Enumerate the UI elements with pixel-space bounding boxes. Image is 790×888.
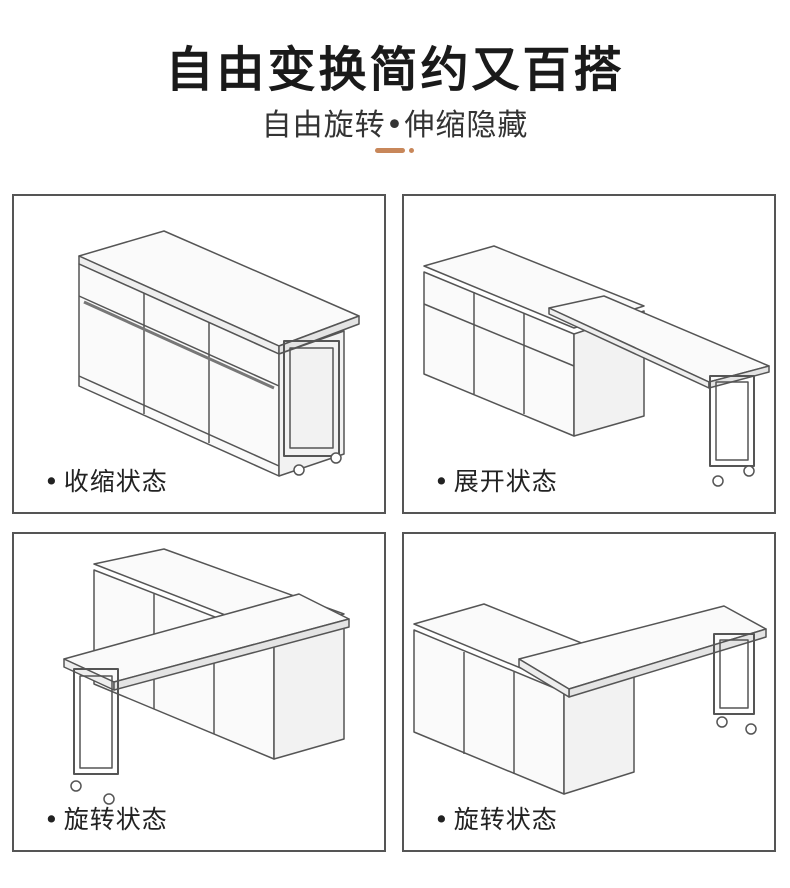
panel-retracted: •收缩状态: [12, 194, 386, 514]
caption-text: 展开状态: [453, 467, 558, 496]
panel-rotated-right: •旋转状态: [402, 532, 776, 852]
panel-extended: •展开状态: [402, 194, 776, 514]
caption-text: 旋转状态: [63, 805, 168, 834]
accent-dot: [409, 148, 414, 153]
caption-text: 旋转状态: [453, 805, 558, 834]
page-subtitle: 自由旋转•伸缩隐藏: [261, 108, 529, 143]
panel-rotated-left: •旋转状态: [12, 532, 386, 852]
accent-dash: [375, 148, 405, 153]
page-title: 自由变换简约又百搭: [165, 42, 625, 98]
caption-bullet: •: [434, 805, 450, 834]
caption-bullet: •: [44, 805, 60, 834]
caption-bullet: •: [434, 467, 450, 496]
cabinet-extended-illustration: [423, 245, 770, 487]
accent-divider: [375, 148, 415, 154]
panel-caption: •收缩状态: [44, 462, 168, 498]
cabinet-retracted-illustration: [78, 230, 360, 477]
panel-caption: •旋转状态: [44, 800, 168, 836]
caption-bullet: •: [44, 467, 60, 496]
caption-text: 收缩状态: [63, 467, 168, 496]
cabinet-rotated-left-illustration: [63, 548, 350, 805]
cabinet-rotated-right-illustration: [413, 603, 767, 795]
panel-caption: •展开状态: [434, 462, 558, 498]
panel-caption: •旋转状态: [434, 800, 558, 836]
